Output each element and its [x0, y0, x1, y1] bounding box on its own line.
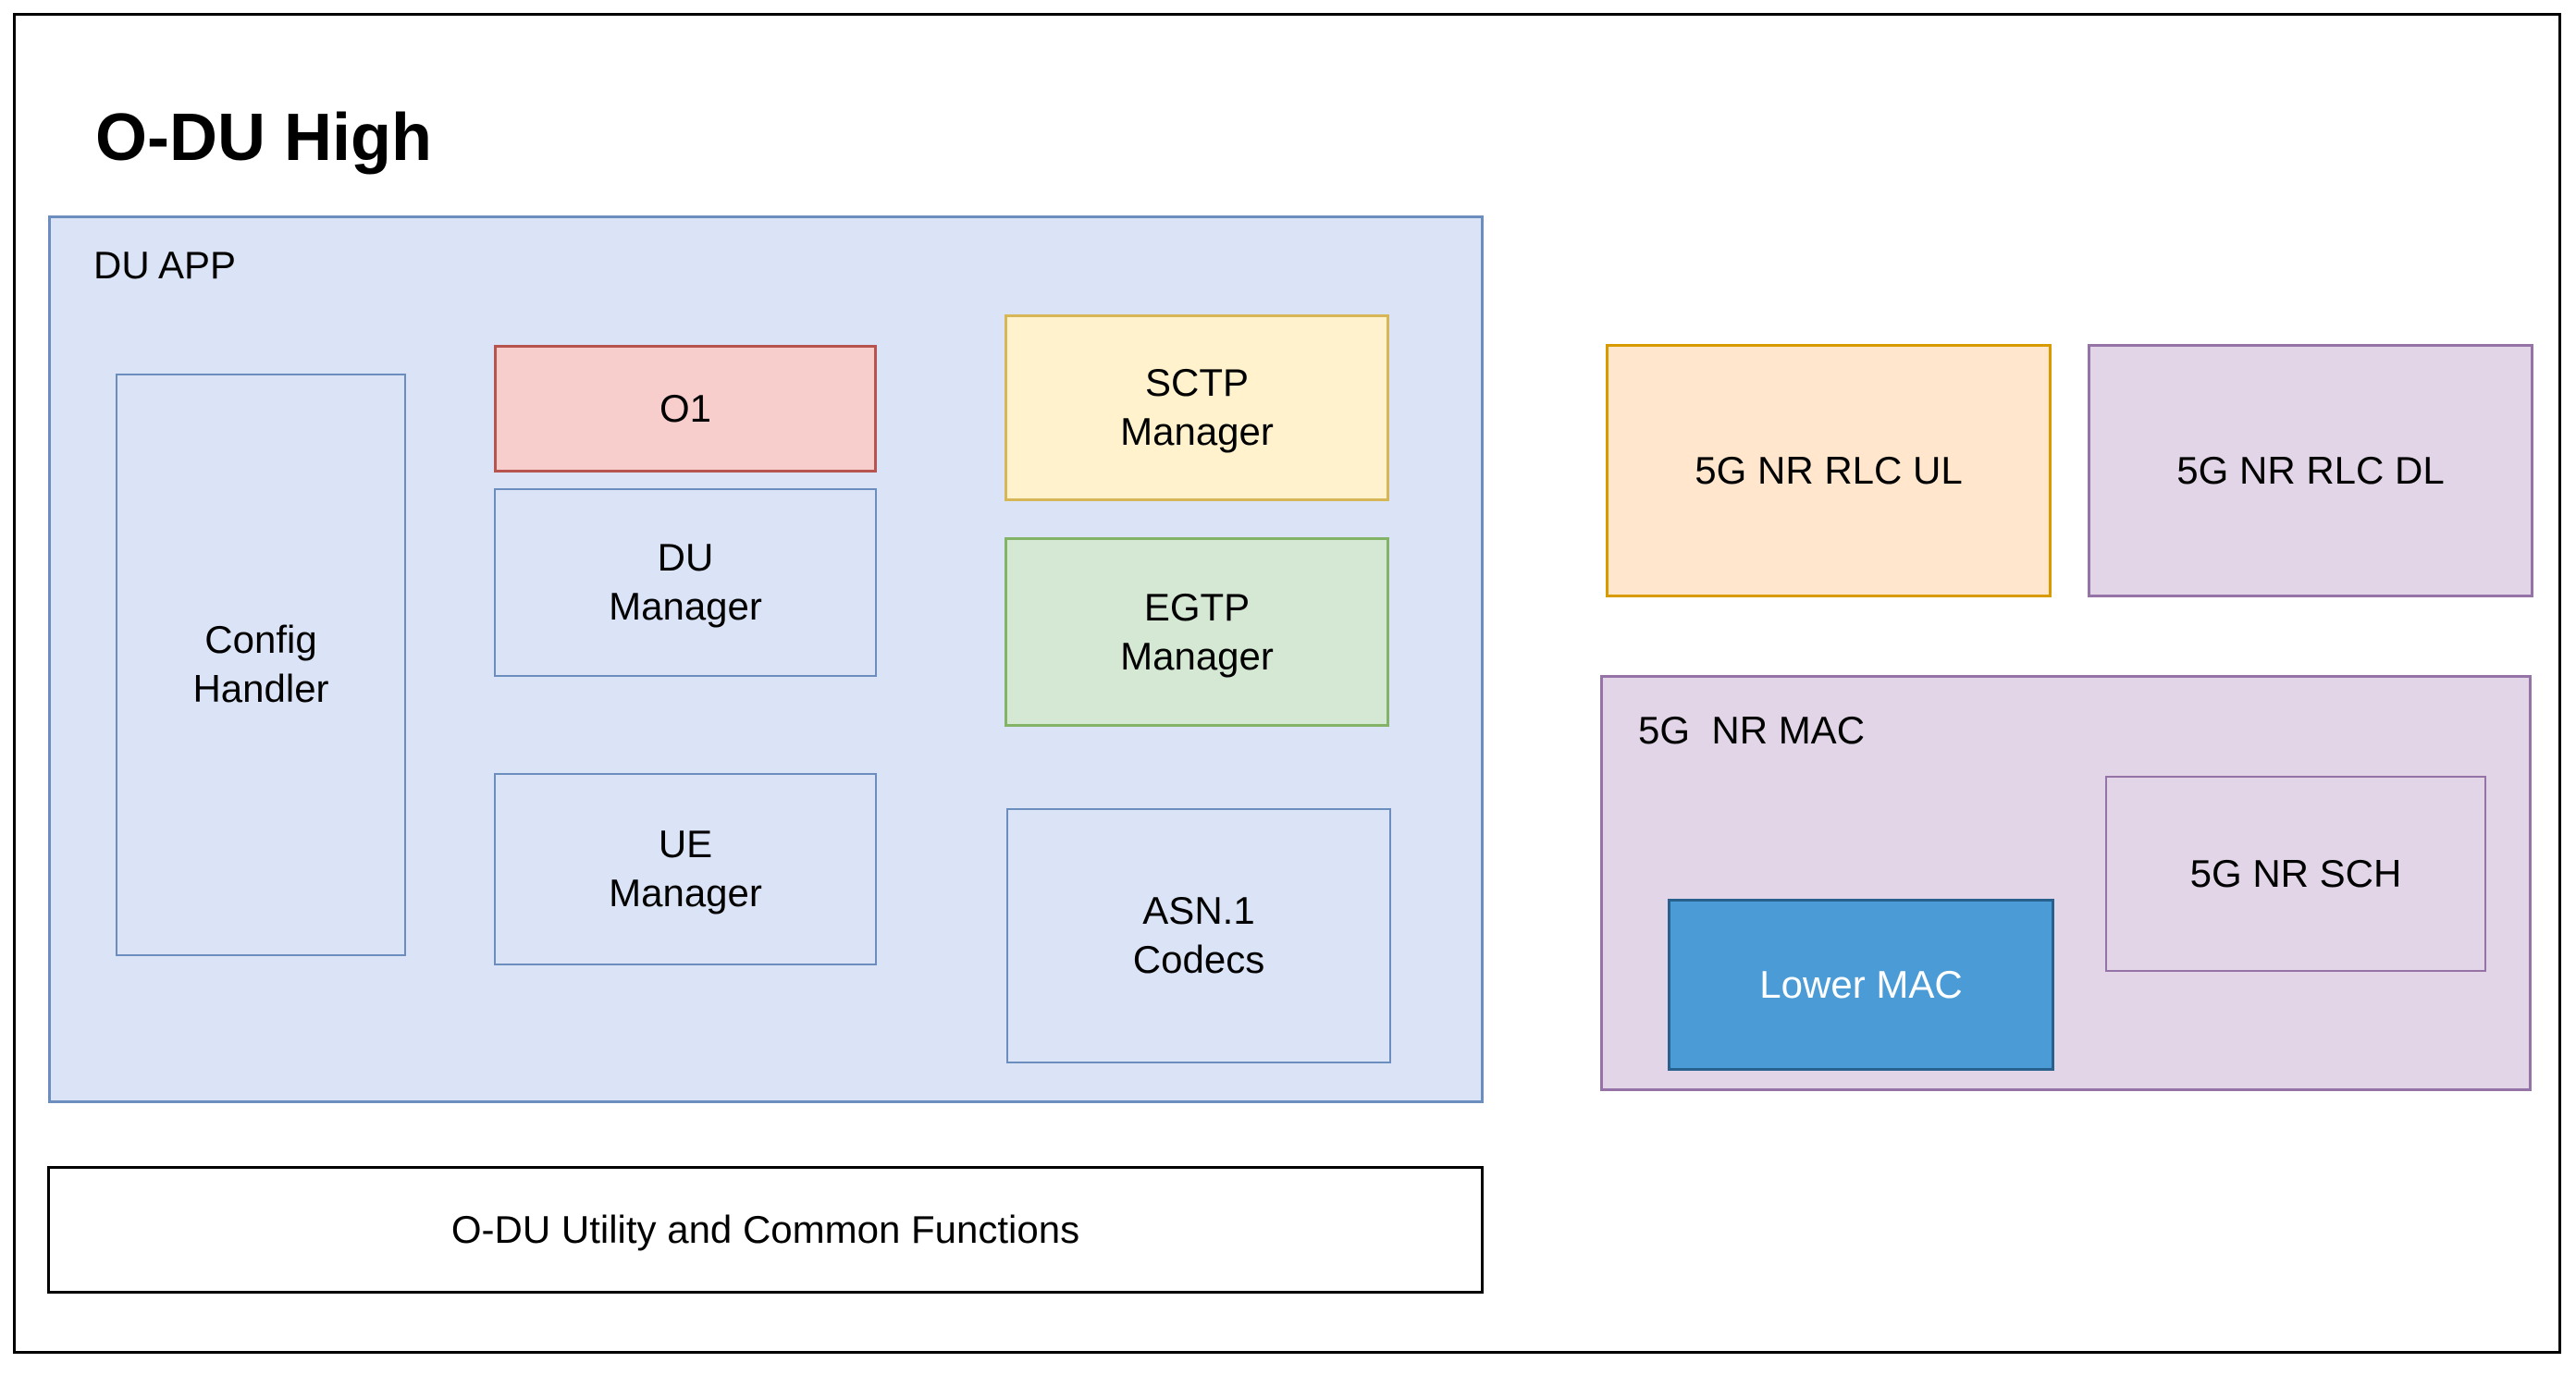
rlc-ul-label: 5G NR RLC UL: [1695, 448, 1963, 492]
block-odu-utility: O-DU Utility and Common Functions: [47, 1166, 1484, 1294]
block-du-manager: DU Manager: [494, 488, 877, 677]
sctp-manager-label: SCTP Manager: [1120, 361, 1274, 453]
block-sctp-manager: SCTP Manager: [1005, 314, 1389, 501]
block-5g-nr-rlc-ul: 5G NR RLC UL: [1606, 344, 2052, 597]
5g-nr-mac-label: 5G NR MAC: [1638, 708, 1866, 752]
block-5g-nr-rlc-dl: 5G NR RLC DL: [2088, 344, 2533, 597]
egtp-manager-label: EGTP Manager: [1120, 584, 1274, 678]
rlc-dl-label: 5G NR RLC DL: [2176, 448, 2445, 492]
du-app-label: DU APP: [93, 243, 237, 287]
du-manager-label: DU Manager: [609, 535, 762, 628]
block-ue-manager: UE Manager: [494, 773, 877, 965]
config-handler-label: Config Handler: [192, 618, 329, 710]
block-config-handler: Config Handler: [116, 374, 406, 956]
diagram-title: O-DU High: [95, 101, 432, 175]
lower-mac-label: Lower MAC: [1759, 962, 1963, 1006]
du-app-container: DU APP Config Handler O1 DU Manager UE M…: [48, 215, 1484, 1103]
5g-nr-mac-container: 5G NR MAC 5G NR SCH Lower MAC: [1600, 675, 2532, 1091]
sch-label: 5G NR SCH: [2189, 851, 2402, 895]
ue-manager-label: UE Manager: [609, 822, 762, 915]
outer-frame: O-DU High DU APP Config Handler O1 DU Ma…: [13, 13, 2561, 1354]
o1-label: O1: [659, 386, 712, 430]
block-lower-mac: Lower MAC: [1668, 899, 2054, 1071]
block-o1: O1: [494, 345, 877, 473]
block-asn1-codecs: ASN.1 Codecs: [1006, 808, 1391, 1063]
asn1-codecs-label: ASN.1 Codecs: [1132, 889, 1265, 981]
block-5g-nr-sch: 5G NR SCH: [2105, 776, 2486, 972]
block-egtp-manager: EGTP Manager: [1005, 537, 1389, 727]
odu-utility-label: O-DU Utility and Common Functions: [450, 1207, 1080, 1251]
